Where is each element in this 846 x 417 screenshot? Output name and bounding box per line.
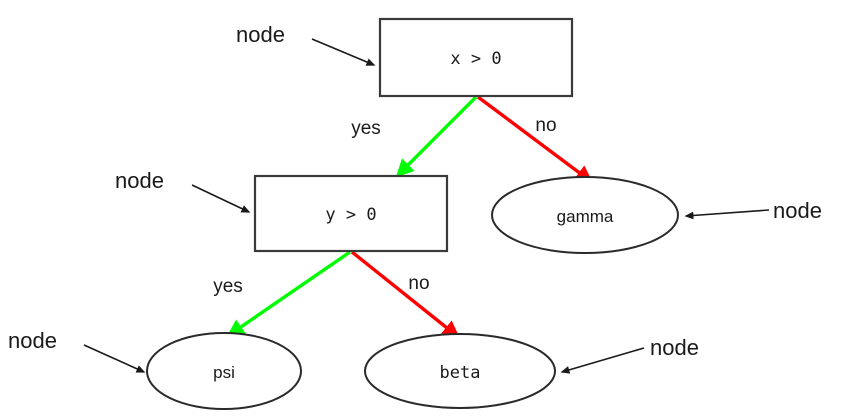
- annotation-arrow-beta: [560, 347, 645, 374]
- annotation-psi: node: [8, 328, 146, 373]
- node-inner-rect[interactable]: [253, 174, 449, 253]
- edge-label-inner-no: no: [408, 273, 429, 294]
- annotation-label-gamma: node: [773, 198, 822, 223]
- annotation-beta: node: [560, 335, 699, 374]
- node-inner-label: y > 0: [325, 205, 376, 225]
- node-root-label: x > 0: [450, 49, 501, 69]
- annotation-inner: node: [115, 168, 251, 213]
- node-psi-ellipse[interactable]: [146, 332, 302, 410]
- annotation-gamma: node: [684, 198, 822, 223]
- node-psi-label: psi: [213, 363, 235, 382]
- annotation-label-psi: node: [8, 328, 57, 353]
- node-beta-ellipse[interactable]: [364, 333, 556, 409]
- node-inner[interactable]: y > 0: [253, 174, 449, 253]
- annotation-label-beta: node: [650, 335, 699, 360]
- edge-line-inner-no: [350, 250, 460, 339]
- annotation-label-root: node: [236, 22, 285, 47]
- edge-inner-yes: yes: [213, 250, 351, 337]
- annotation-arrow-inner: [191, 184, 251, 213]
- node-root-rect[interactable]: [378, 17, 574, 98]
- node-psi[interactable]: psi: [146, 332, 302, 410]
- node-gamma-ellipse[interactable]: [491, 176, 679, 254]
- annotation-root: node: [236, 22, 376, 66]
- node-gamma-label: gamma: [557, 207, 614, 226]
- node-root[interactable]: x > 0: [378, 17, 574, 98]
- edge-label-root-no: no: [535, 115, 556, 136]
- edge-inner-no: no: [350, 250, 460, 339]
- node-beta-label: beta: [440, 363, 481, 383]
- edge-line-inner-yes: [226, 250, 351, 337]
- annotation-arrow-root: [311, 38, 376, 66]
- annotation-arrow-gamma: [684, 209, 770, 220]
- edge-line-root-no: [476, 95, 594, 184]
- edge-line-root-yes: [395, 95, 478, 178]
- edge-label-inner-yes: yes: [213, 276, 243, 297]
- edge-root-yes: yes: [351, 95, 478, 178]
- edge-root-no: no: [476, 95, 594, 184]
- annotation-arrow-psi: [83, 344, 146, 373]
- annotation-label-inner: node: [115, 168, 164, 193]
- node-gamma[interactable]: gamma: [491, 176, 679, 254]
- node-beta[interactable]: beta: [364, 333, 556, 409]
- edge-label-root-yes: yes: [351, 118, 381, 139]
